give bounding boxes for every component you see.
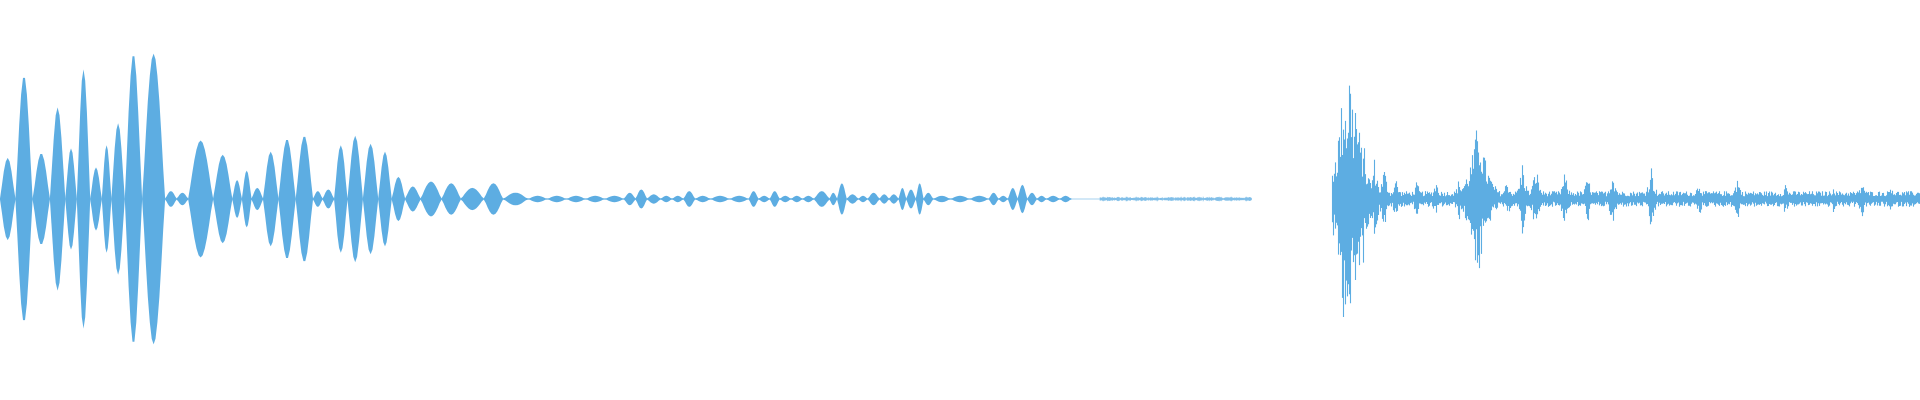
waveform-lobe <box>313 191 323 207</box>
waveform-lobe <box>15 77 33 321</box>
waveform-lobe <box>65 148 77 250</box>
waveform-lobe <box>90 167 102 231</box>
waveform-lobe <box>906 189 916 209</box>
waveform-lobe <box>624 192 636 206</box>
waveform-lobe <box>1027 192 1037 206</box>
waveform-lobe <box>915 183 924 215</box>
waveform-lobe <box>748 191 759 207</box>
waveform-lobe <box>566 195 586 203</box>
waveform-lobe <box>420 181 442 217</box>
waveform-lobe <box>101 145 112 253</box>
waveform-lobe <box>547 195 567 203</box>
waveform-lobe <box>585 195 605 203</box>
waveform-lobe <box>441 183 461 215</box>
waveform-lobe <box>347 135 363 263</box>
waveform-lobe <box>969 195 989 203</box>
waveform-lobe <box>604 195 624 203</box>
waveform-lobe <box>165 191 177 207</box>
waveform-lobe <box>879 194 889 204</box>
waveform-lobe <box>76 69 91 329</box>
waveform-lobe <box>889 194 899 204</box>
waveform-lobe <box>295 136 313 262</box>
waveform-lobe <box>405 186 421 212</box>
waveform-lobe <box>1008 187 1018 211</box>
waveform-lobe <box>858 195 868 203</box>
waveform-lobe <box>378 151 392 247</box>
waveform-lobe <box>988 192 999 206</box>
waveform-lobe <box>672 195 684 203</box>
waveform-lobe <box>729 195 749 203</box>
waveform-lobe <box>503 192 528 206</box>
waveform-lobe <box>998 195 1008 203</box>
waveform-lobe <box>362 143 379 255</box>
waveform-lobe <box>49 107 66 291</box>
waveform-lobe <box>923 192 934 206</box>
waveform-lobe <box>779 195 791 203</box>
waveform-lobe <box>111 123 125 275</box>
waveform-lobe <box>460 187 484 211</box>
waveform-lobe <box>176 192 189 206</box>
waveform-lobe <box>769 191 780 207</box>
waveform-shapes <box>0 53 1920 345</box>
waveform-lobe <box>241 170 252 228</box>
waveform-lobe <box>322 189 335 209</box>
waveform-lobe <box>635 189 647 209</box>
waveform-lobe <box>837 183 847 215</box>
waveform-lobe <box>758 195 770 203</box>
waveform-lobe <box>933 195 951 203</box>
waveform-lobe <box>647 194 661 204</box>
waveform-lobe <box>829 192 838 206</box>
waveform-lobe <box>695 195 711 203</box>
waveform-lobe <box>124 56 143 342</box>
waveform-lobe <box>898 187 907 211</box>
waveform-lobe <box>683 191 695 207</box>
waveform-lobe <box>213 154 233 244</box>
waveform-lobe <box>867 192 880 206</box>
waveform-lobe <box>846 194 859 204</box>
waveform-lobe <box>791 195 803 203</box>
waveform-lobe <box>263 151 279 247</box>
waveform-lobe <box>528 195 548 203</box>
waveform-lobe <box>1036 195 1047 203</box>
waveform-lobe <box>1017 184 1028 214</box>
waveform-lobe <box>483 183 503 215</box>
waveform-lobe <box>950 195 970 203</box>
waveform-lobe <box>188 140 214 258</box>
waveform-lobe <box>710 195 730 203</box>
waveform-lobe <box>32 154 50 244</box>
waveform-noise-section <box>1331 85 1920 317</box>
waveform-lobe <box>1059 195 1072 203</box>
waveform-lobe <box>660 195 672 203</box>
waveform-lobe <box>278 140 296 258</box>
waveform-lobe <box>391 176 406 222</box>
waveform-lobe <box>142 53 166 345</box>
waveform-lobe <box>251 187 263 211</box>
waveform-quiet-section <box>1099 196 1252 202</box>
waveform-lobe <box>334 145 348 253</box>
waveform-lobe <box>814 191 830 207</box>
waveform-lobe <box>232 180 242 218</box>
waveform-lobe <box>1046 195 1060 203</box>
waveform-lobe <box>802 195 815 203</box>
waveform-lobe <box>0 157 16 241</box>
